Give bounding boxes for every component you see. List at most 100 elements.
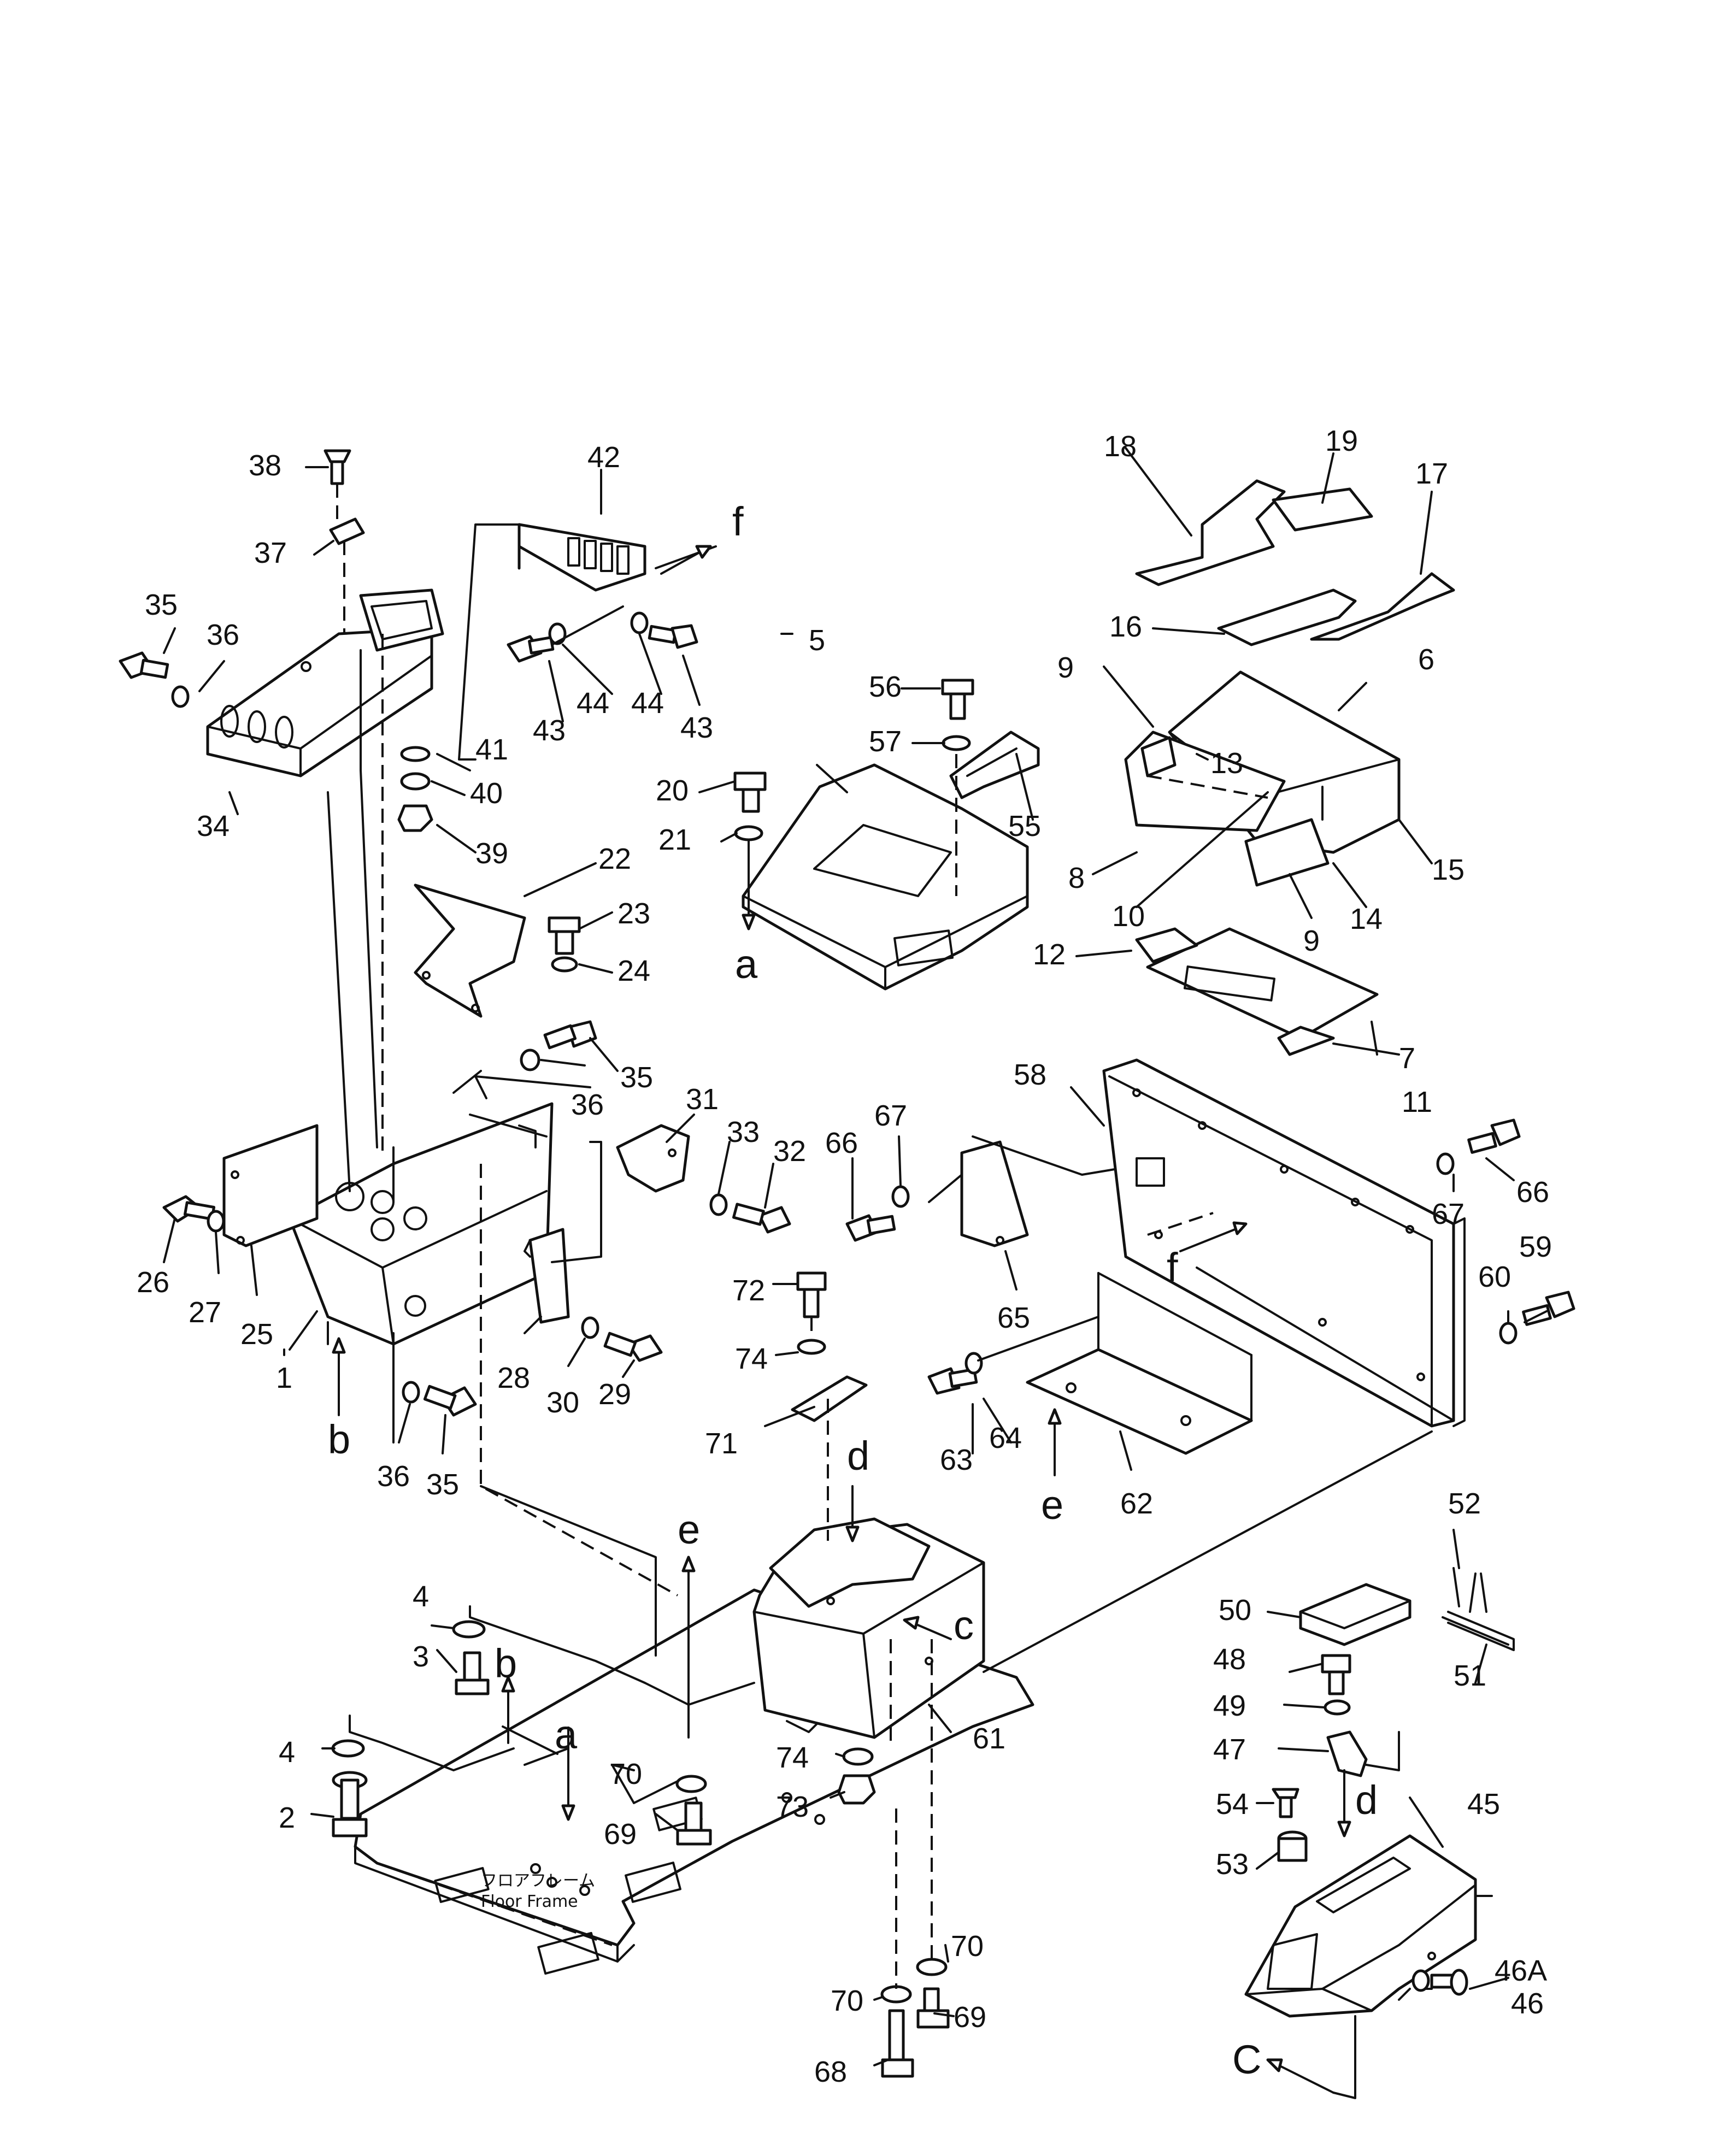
label-46A: 46A bbox=[1495, 1954, 1547, 1987]
washer-67-right bbox=[1436, 1152, 1455, 1175]
label-14: 14 bbox=[1350, 903, 1383, 935]
label-12: 12 bbox=[1033, 938, 1066, 971]
label-51: 51 bbox=[1454, 1659, 1486, 1692]
label-36-mid: 36 bbox=[571, 1088, 604, 1121]
label-29: 29 bbox=[598, 1378, 631, 1411]
label-69-lower: 69 bbox=[954, 2001, 986, 2034]
label-25: 25 bbox=[240, 1318, 273, 1351]
label-50: 50 bbox=[1219, 1594, 1251, 1627]
bolt-69-lower bbox=[916, 1987, 950, 2029]
bracket-22 bbox=[414, 883, 526, 1018]
nut-39 bbox=[397, 804, 433, 832]
ref-a-top: a bbox=[735, 941, 758, 987]
label-35-mid: 35 bbox=[620, 1061, 653, 1094]
label-57: 57 bbox=[869, 725, 902, 758]
bolt-35-mid bbox=[543, 1020, 597, 1050]
label-56: 56 bbox=[869, 670, 902, 703]
bracket-28 bbox=[524, 1228, 570, 1324]
label-4-upper: 4 bbox=[413, 1580, 429, 1613]
washer-4-upper bbox=[452, 1620, 486, 1639]
label-65: 65 bbox=[997, 1301, 1030, 1334]
label-24: 24 bbox=[617, 955, 650, 987]
mat-7 bbox=[1146, 927, 1379, 1040]
label-7: 7 bbox=[1399, 1042, 1415, 1075]
label-47: 47 bbox=[1213, 1733, 1246, 1766]
label-30: 30 bbox=[546, 1386, 579, 1419]
washer-44-right bbox=[630, 611, 649, 634]
label-4-lower: 4 bbox=[279, 1736, 295, 1769]
label-64: 64 bbox=[989, 1422, 1022, 1454]
ref-c-bottom: C bbox=[1232, 2037, 1261, 2082]
washer-70-lower-right bbox=[916, 1958, 948, 1976]
washer-30 bbox=[581, 1316, 599, 1339]
mat-18 bbox=[1135, 479, 1286, 586]
label-72: 72 bbox=[732, 1274, 765, 1307]
label-3: 3 bbox=[413, 1640, 429, 1673]
bracket-47 bbox=[1326, 1730, 1368, 1777]
handle-55 bbox=[949, 731, 1040, 799]
label-46: 46 bbox=[1511, 1987, 1544, 2020]
label-73: 73 bbox=[776, 1790, 809, 1823]
screw-38 bbox=[324, 449, 351, 485]
label-44-left: 44 bbox=[577, 687, 609, 720]
label-11: 11 bbox=[1402, 1086, 1432, 1118]
label-55: 55 bbox=[1008, 810, 1041, 843]
label-70-floor: 70 bbox=[609, 1758, 642, 1790]
knob-53 bbox=[1277, 1830, 1308, 1862]
washer-46A bbox=[1411, 1969, 1430, 1992]
label-61: 61 bbox=[973, 1722, 1005, 1755]
label-59: 59 bbox=[1519, 1230, 1552, 1263]
ref-e-floor: e bbox=[678, 1507, 700, 1552]
washer-70-lower-left bbox=[880, 1985, 912, 2004]
bracket-71 bbox=[791, 1375, 868, 1422]
ref-c-top: c bbox=[954, 1603, 974, 1648]
bolt-56 bbox=[941, 679, 974, 720]
washer-60 bbox=[1499, 1322, 1518, 1345]
label-45: 45 bbox=[1467, 1788, 1500, 1821]
bolt-35-low bbox=[423, 1385, 477, 1417]
mat-17 bbox=[1310, 572, 1455, 641]
label-17: 17 bbox=[1415, 457, 1448, 490]
label-49: 49 bbox=[1213, 1689, 1246, 1722]
label-16: 16 bbox=[1109, 610, 1142, 643]
label-27: 27 bbox=[189, 1296, 221, 1329]
ref-a-floor: a bbox=[555, 1712, 578, 1757]
pin-51 bbox=[1442, 1616, 1509, 1646]
bolt-20 bbox=[733, 771, 767, 813]
label-26: 26 bbox=[137, 1266, 169, 1299]
washer-67-left bbox=[891, 1185, 910, 1208]
ref-b-top: b bbox=[328, 1417, 350, 1462]
label-70-right: 70 bbox=[951, 1930, 984, 1963]
label-71: 71 bbox=[705, 1427, 738, 1460]
washer-57 bbox=[942, 735, 971, 751]
label-34: 34 bbox=[197, 810, 230, 843]
bolt-63 bbox=[927, 1367, 978, 1395]
bolt-23 bbox=[548, 916, 581, 955]
label-40: 40 bbox=[470, 777, 503, 810]
label-74-bottom: 74 bbox=[776, 1741, 809, 1774]
bolt-66-left bbox=[845, 1214, 896, 1242]
cover-5 bbox=[742, 763, 1029, 991]
label-43-right: 43 bbox=[680, 711, 713, 744]
label-18: 18 bbox=[1104, 430, 1137, 463]
washer-36-mid bbox=[520, 1048, 540, 1071]
panel-9-upper bbox=[1140, 736, 1177, 777]
label-66-right: 66 bbox=[1516, 1176, 1549, 1209]
label-22: 22 bbox=[598, 843, 631, 875]
bolt-72 bbox=[796, 1271, 827, 1318]
label-38: 38 bbox=[249, 449, 281, 482]
label-9-bottom: 9 bbox=[1303, 924, 1320, 957]
label-58: 58 bbox=[1014, 1058, 1046, 1091]
label-31: 31 bbox=[686, 1083, 719, 1116]
label-1: 1 bbox=[276, 1362, 292, 1394]
bolt-43-right bbox=[648, 624, 698, 649]
washer-33 bbox=[709, 1193, 728, 1216]
bracket-31 bbox=[616, 1124, 690, 1193]
washer-4-lower bbox=[331, 1739, 365, 1758]
clip-52 bbox=[1452, 1567, 1487, 1613]
plate-37 bbox=[329, 517, 365, 545]
label-35-low: 35 bbox=[426, 1468, 459, 1501]
bolt-3 bbox=[455, 1651, 490, 1695]
mat-16 bbox=[1217, 588, 1357, 646]
